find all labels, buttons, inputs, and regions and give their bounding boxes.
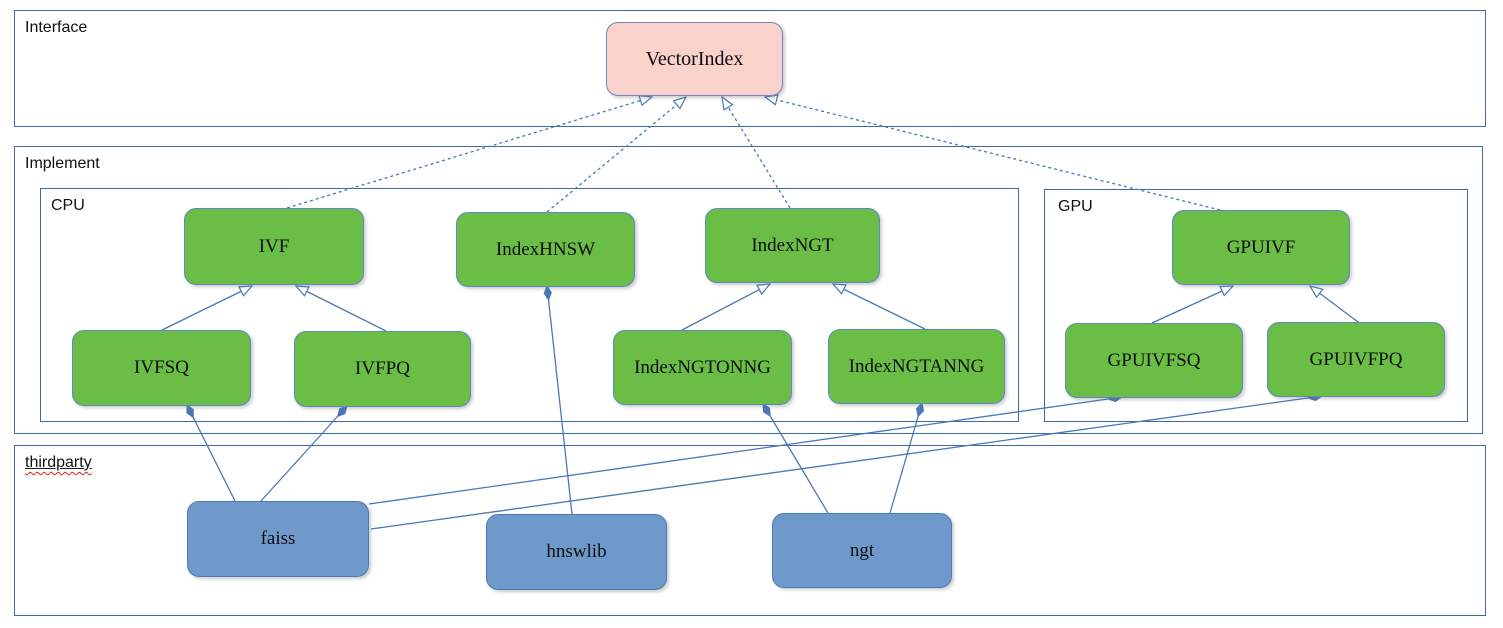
node-indexngtanng-label: IndexNGTANNG <box>848 355 985 377</box>
node-ivf-label: IVF <box>258 235 290 257</box>
node-indexngtonng-label: IndexNGTONNG <box>634 356 771 378</box>
node-indexhnsw-label: IndexHNSW <box>495 238 596 260</box>
node-indexngtanng: IndexNGTANNG <box>828 329 1005 404</box>
section-gpu-label: GPU <box>1058 198 1093 215</box>
node-ngt: ngt <box>772 513 952 588</box>
section-interface-label: Interface <box>25 19 88 36</box>
section-thirdparty-label: thirdparty <box>25 454 92 472</box>
node-indexngt: IndexNGT <box>705 208 880 283</box>
node-hnswlib: hnswlib <box>486 514 667 590</box>
node-indexngtonng: IndexNGTONNG <box>613 330 792 405</box>
node-ivfpq: IVFPQ <box>294 331 471 407</box>
node-ivf: IVF <box>184 208 364 285</box>
node-ivfsq-label: IVFSQ <box>134 357 189 378</box>
node-faiss-label: faiss <box>260 528 296 549</box>
spellcheck-squiggle: thirdparty <box>25 454 92 471</box>
section-cpu-label: CPU <box>51 197 85 214</box>
node-gpuivfpq: GPUIVFPQ <box>1267 322 1445 397</box>
node-vectorindex: VectorIndex <box>606 22 783 96</box>
node-indexhnsw: IndexHNSW <box>456 212 635 287</box>
node-ngt-label: ngt <box>849 539 875 561</box>
node-ivfsq: IVFSQ <box>72 330 251 406</box>
node-ivfpq-label: IVFPQ <box>355 358 410 379</box>
node-gpuivfsq: GPUIVFSQ <box>1065 323 1243 398</box>
node-gpuivfpq-label: GPUIVFPQ <box>1309 348 1403 370</box>
node-vectorindex-label: VectorIndex <box>645 47 744 70</box>
node-gpuivf: GPUIVF <box>1172 210 1350 285</box>
node-faiss: faiss <box>187 501 369 577</box>
section-implement-label: Implement <box>25 155 100 172</box>
node-indexngt-label: IndexNGT <box>751 234 834 256</box>
node-gpuivf-label: GPUIVF <box>1226 236 1296 258</box>
node-hnswlib-label: hnswlib <box>546 541 607 562</box>
node-gpuivfsq-label: GPUIVFSQ <box>1107 349 1201 371</box>
